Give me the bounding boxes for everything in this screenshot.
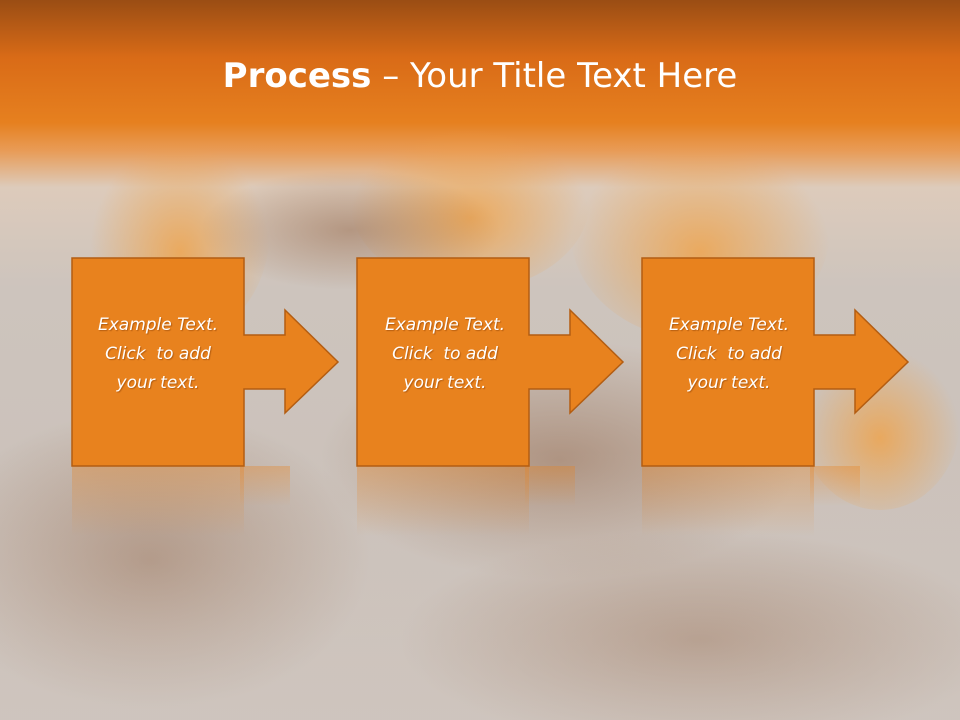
title-rest: Your Title Text Here [410, 56, 738, 96]
step-2-line-2: Click to add [392, 344, 498, 364]
step-1-line-3: your text. [116, 373, 200, 393]
step-1-text[interactable]: Example Text. Click to add your text. [72, 311, 244, 398]
title-dash: – [371, 56, 411, 96]
step-3-line-3: your text. [687, 373, 771, 393]
step-3-text[interactable]: Example Text. Click to add your text. [643, 311, 815, 398]
step-3-line-2: Click to add [676, 344, 782, 364]
step-3-line-1: Example Text. [668, 315, 790, 335]
step-1-line-1: Example Text. [97, 315, 219, 335]
step-2-text[interactable]: Example Text. Click to add your text. [359, 311, 531, 398]
step-1-line-2: Click to add [105, 344, 211, 364]
slide-title[interactable]: Process – Your Title Text Here [0, 56, 960, 96]
step-2-line-3: your text. [403, 373, 487, 393]
step-2-line-1: Example Text. [384, 315, 506, 335]
meat-shape [200, 170, 500, 290]
flame-glow [570, 120, 830, 340]
title-bold: Process [222, 56, 372, 96]
